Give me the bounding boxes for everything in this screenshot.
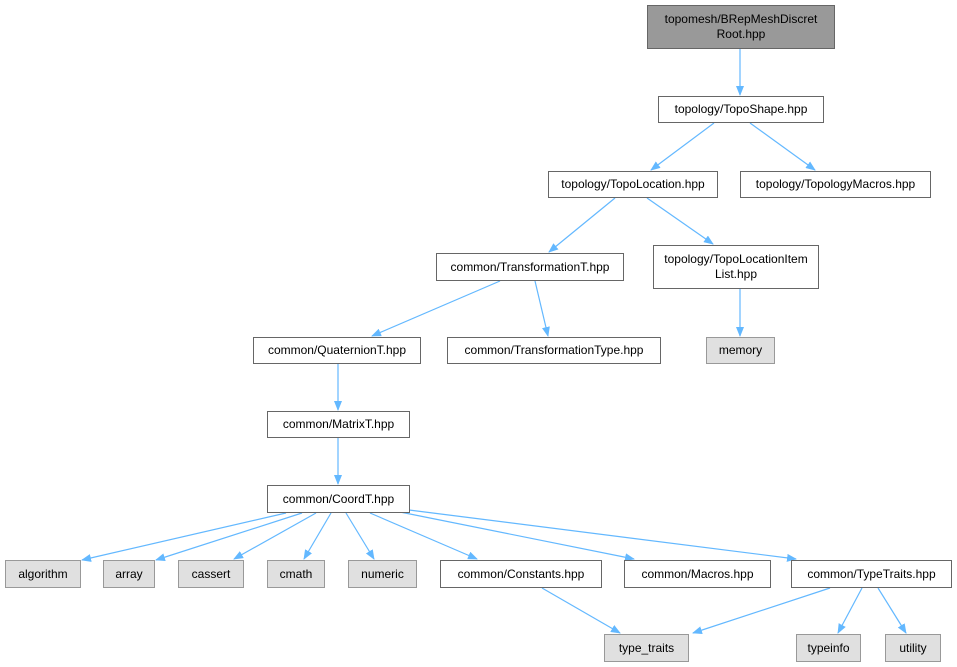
- node-label: topology/TopologyMacros.hpp: [755, 177, 916, 191]
- edge: [692, 587, 831, 634]
- edge: [534, 280, 550, 337]
- node-label: common/TypeTraits.hpp: [807, 566, 936, 581]
- node-matrix-t[interactable]: common/MatrixT.hpp: [267, 411, 410, 438]
- node-label: topomesh/BRepMeshDiscret: [664, 12, 818, 26]
- node-topology-macros[interactable]: topology/TopologyMacros.hpp: [740, 171, 931, 198]
- node-typeinfo: typeinfo: [796, 634, 861, 662]
- node-constants[interactable]: common/Constants.hpp: [440, 560, 602, 588]
- node-cmath: cmath: [267, 560, 325, 588]
- edge: [233, 512, 317, 560]
- node-label: array: [115, 566, 143, 581]
- edge: [303, 512, 332, 560]
- node-root-brepmeshdiscretroot[interactable]: topomesh/BRepMeshDiscret Root.hpp: [647, 5, 835, 49]
- node-label: common/QuaternionT.hpp: [267, 343, 407, 357]
- node-numeric: numeric: [348, 560, 417, 588]
- node-label: common/Constants.hpp: [457, 566, 585, 581]
- node-topo-location-item-list[interactable]: topology/TopoLocationItem List.hpp: [653, 245, 819, 289]
- node-label: common/TransformationT.hpp: [450, 259, 610, 274]
- node-cassert: cassert: [178, 560, 244, 588]
- edge: [81, 512, 287, 562]
- node-coord-t[interactable]: common/CoordT.hpp: [267, 485, 410, 513]
- node-type-traits: type_traits: [604, 634, 689, 662]
- node-transformation-t[interactable]: common/TransformationT.hpp: [436, 253, 624, 281]
- edge: [877, 587, 907, 634]
- edge: [371, 280, 501, 337]
- node-label: algorithm: [18, 566, 68, 581]
- edge: [749, 122, 816, 171]
- node-algorithm: algorithm: [5, 560, 81, 588]
- node-transformation-type[interactable]: common/TransformationType.hpp: [447, 337, 661, 364]
- edge: [155, 512, 303, 562]
- edge: [548, 197, 616, 253]
- edge: [408, 509, 797, 562]
- edge: [369, 512, 478, 560]
- node-label: topology/TopoShape.hpp: [674, 102, 808, 116]
- node-label: List.hpp: [714, 267, 758, 281]
- edge: [345, 512, 375, 560]
- node-array: array: [103, 560, 155, 588]
- node-type-traits-hpp[interactable]: common/TypeTraits.hpp: [791, 560, 952, 588]
- node-label: type_traits: [618, 640, 675, 655]
- edge: [650, 122, 715, 171]
- node-label: cmath: [279, 566, 313, 581]
- node-label: topology/TopoLocation.hpp: [561, 177, 705, 191]
- node-label: memory: [718, 343, 763, 357]
- edge: [541, 587, 621, 634]
- node-label: common/Macros.hpp: [641, 566, 754, 581]
- node-label: Root.hpp: [716, 27, 766, 41]
- node-label: common/TransformationType.hpp: [464, 343, 644, 357]
- node-label: utility: [899, 640, 927, 655]
- node-label: topology/TopoLocationItem: [664, 252, 808, 266]
- node-macros[interactable]: common/Macros.hpp: [624, 560, 771, 588]
- node-topo-location[interactable]: topology/TopoLocation.hpp: [548, 171, 718, 198]
- node-label: typeinfo: [807, 640, 850, 655]
- node-label: common/CoordT.hpp: [282, 491, 395, 506]
- edge: [837, 587, 863, 634]
- edge: [646, 197, 714, 245]
- node-label: common/MatrixT.hpp: [282, 417, 395, 431]
- node-utility: utility: [885, 634, 941, 662]
- edge: [399, 511, 635, 562]
- node-quaternion-t[interactable]: common/QuaternionT.hpp: [253, 337, 421, 364]
- node-label: cassert: [191, 566, 231, 581]
- node-label: numeric: [361, 566, 404, 581]
- node-topo-shape[interactable]: topology/TopoShape.hpp: [658, 96, 824, 123]
- node-memory: memory: [706, 337, 775, 364]
